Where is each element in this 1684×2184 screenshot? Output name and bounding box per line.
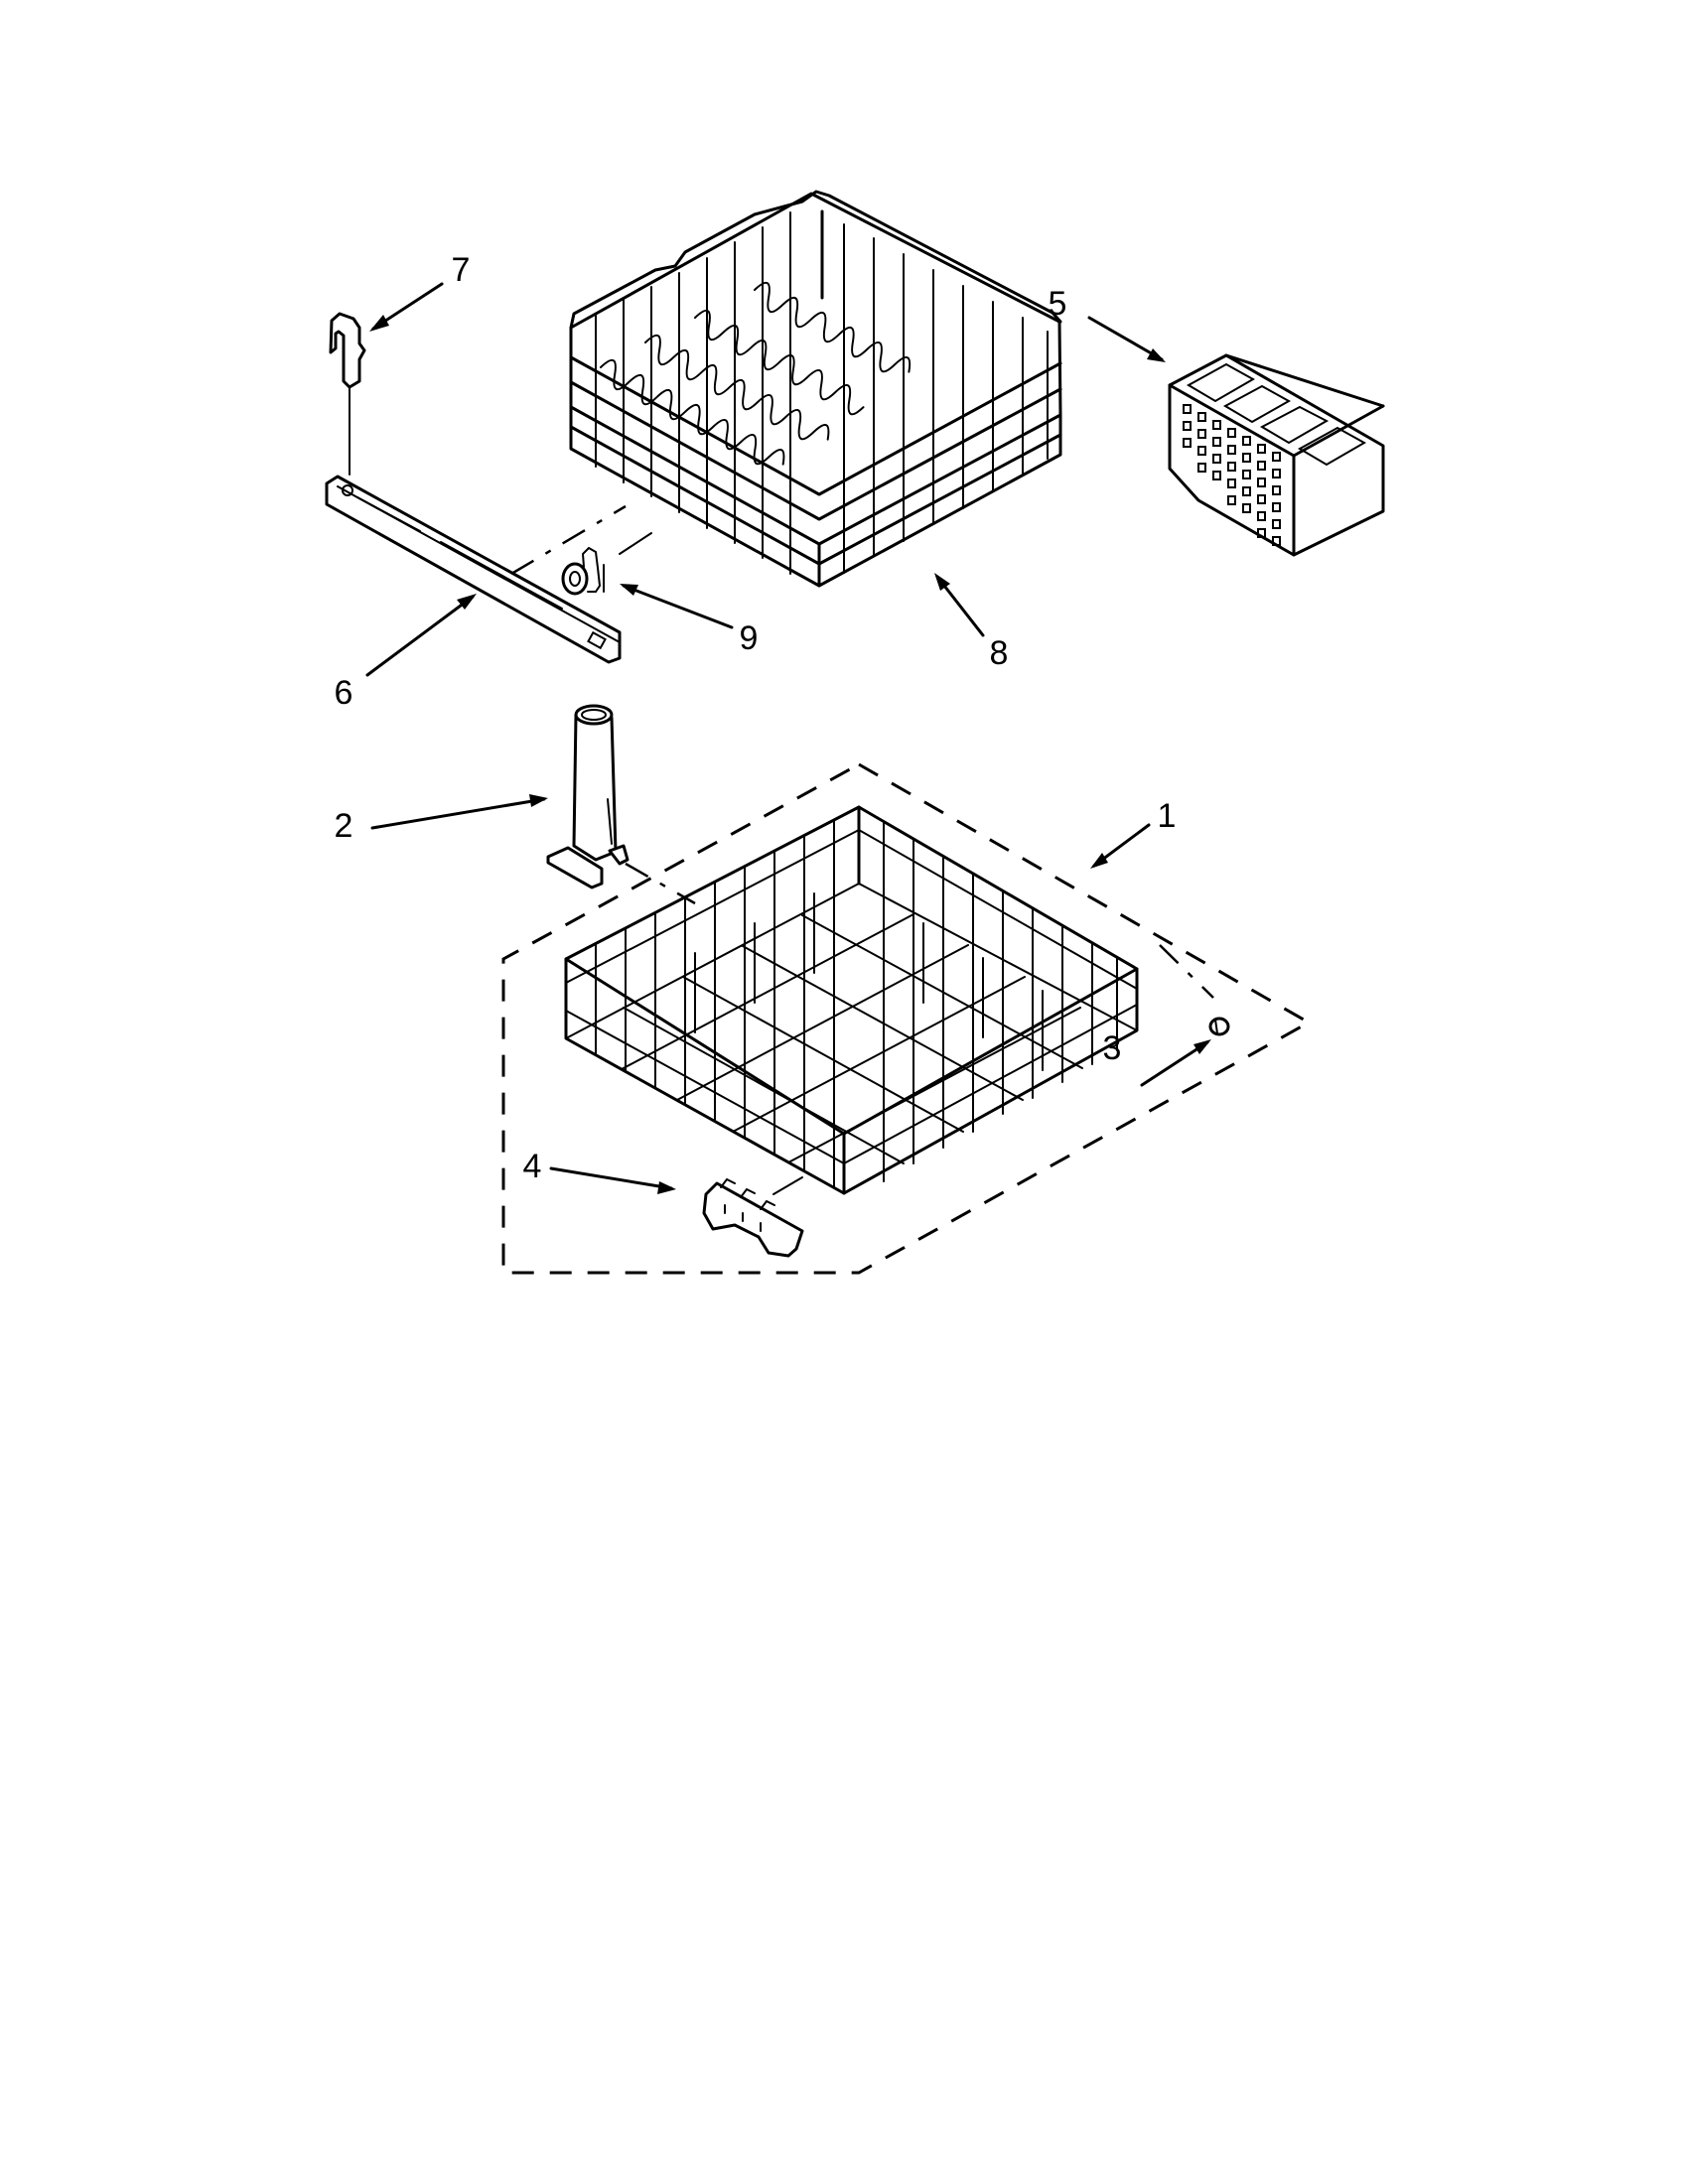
part-8-upper-rack[interactable] <box>569 190 1062 588</box>
arrow-2 <box>370 794 548 830</box>
part-3-knob[interactable] <box>1208 1017 1230 1036</box>
part-6-track[interactable] <box>325 475 622 664</box>
arrow-5 <box>1087 316 1166 362</box>
arrow-1 <box>1090 823 1151 869</box>
assembly-boundary <box>501 762 1313 1275</box>
part-9-roller[interactable] <box>561 546 605 596</box>
callout-1: 1 <box>1157 797 1177 835</box>
arrow-8 <box>934 573 985 637</box>
callout-4: 4 <box>522 1148 542 1185</box>
callout-8: 8 <box>989 634 1009 672</box>
callout-7: 7 <box>451 251 471 289</box>
arrow-3 <box>1140 1039 1211 1087</box>
part-7-clip[interactable] <box>329 312 366 476</box>
arrow-4 <box>549 1166 676 1194</box>
arrow-7 <box>369 282 444 332</box>
callout-6: 6 <box>334 674 353 712</box>
arrow-6 <box>365 594 477 677</box>
part-2-post[interactable] <box>546 704 630 889</box>
callout-3: 3 <box>1102 1029 1122 1067</box>
callout-5: 5 <box>1048 285 1067 323</box>
part-4-roller-clip[interactable] <box>702 1177 804 1258</box>
callout-9: 9 <box>739 619 759 657</box>
arrow-9 <box>620 584 734 629</box>
part-5-silverware-basket[interactable] <box>1168 353 1385 557</box>
callout-2: 2 <box>334 807 353 845</box>
part-1-lower-rack[interactable] <box>564 805 1139 1195</box>
